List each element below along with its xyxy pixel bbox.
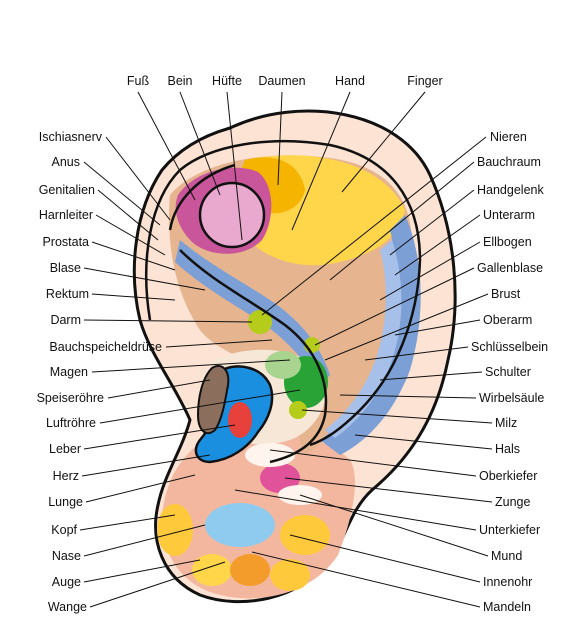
tonsil-zone	[270, 559, 310, 591]
right-label-17: Innenohr	[483, 575, 532, 589]
right-label-18: Mandeln	[483, 600, 531, 614]
left-label-0: Ischiasnerv	[39, 130, 103, 144]
right-label-3: Unterarm	[483, 208, 535, 222]
left-label-15: Kopf	[51, 523, 77, 537]
right-label-1: Bauchraum	[477, 155, 541, 169]
right-label-9: Schulter	[485, 365, 531, 379]
left-label-16: Nase	[52, 549, 81, 563]
intestine-zone	[248, 310, 272, 334]
top-label-leg: Bein	[167, 74, 192, 88]
left-label-17: Auge	[52, 575, 81, 589]
hip-zone	[198, 181, 266, 249]
top-label-hip: Hüfte	[212, 74, 242, 88]
right-label-5: Gallenblase	[477, 261, 543, 275]
left-label-5: Blase	[50, 261, 81, 275]
left-leader-lines	[79, 136, 301, 608]
right-label-13: Oberkiefer	[479, 469, 537, 483]
right-label-0: Nieren	[490, 130, 527, 144]
left-label-11: Luftröhre	[46, 416, 96, 430]
right-label-11: Milz	[495, 416, 517, 430]
left-label-4: Prostata	[42, 235, 89, 249]
ear-canal	[196, 365, 230, 435]
top-label-finger: Finger	[407, 74, 442, 88]
right-labels: Nieren Bauchraum Handgelenk Unterarm Ell…	[471, 130, 548, 614]
left-label-7: Darm	[50, 313, 81, 327]
left-label-2: Genitalien	[39, 183, 95, 197]
top-label-foot: Fuß	[127, 74, 150, 88]
right-label-6: Brust	[491, 287, 521, 301]
left-label-1: Anus	[52, 155, 81, 169]
left-label-8: Bauchspeicheldrüse	[49, 340, 162, 354]
left-label-10: Speiseröhre	[37, 391, 104, 405]
tongue-zone	[260, 463, 300, 493]
left-label-3: Harnleiter	[39, 208, 93, 222]
cheek-zone	[230, 554, 270, 586]
top-label-thumb: Daumen	[258, 74, 305, 88]
left-label-14: Lunge	[48, 495, 83, 509]
right-label-2: Handgelenk	[477, 183, 544, 197]
right-label-16: Mund	[491, 549, 522, 563]
left-label-18: Wange	[48, 600, 87, 614]
right-label-4: Ellbogen	[483, 235, 532, 249]
heart-zone	[228, 402, 252, 438]
eye-zone	[192, 554, 232, 586]
head-zone	[157, 504, 193, 556]
spleen-zone	[289, 401, 307, 419]
left-label-13: Herz	[53, 469, 79, 483]
antihelix-outline	[168, 163, 328, 464]
left-labels: Ischiasnerv Anus Genitalien Harnleiter P…	[37, 130, 162, 614]
top-leader-lines	[137, 91, 426, 241]
upper-jaw-zone	[245, 443, 295, 467]
right-label-12: Hals	[495, 442, 520, 456]
left-label-9: Magen	[50, 365, 88, 379]
right-label-14: Zunge	[495, 495, 530, 509]
arm-zone-light	[325, 240, 402, 438]
right-label-10: Wirbelsäule	[479, 391, 544, 405]
right-label-15: Unterkiefer	[479, 523, 540, 537]
concha-band	[175, 240, 330, 385]
left-label-12: Leber	[49, 442, 81, 456]
right-label-7: Oberarm	[483, 313, 532, 327]
right-label-8: Schlüsselbein	[471, 340, 548, 354]
mouth-zone	[280, 515, 330, 555]
nose-zone	[205, 503, 275, 547]
helix-inner-outline	[145, 139, 422, 447]
top-label-hand: Hand	[335, 74, 365, 88]
left-label-6: Rektum	[46, 287, 89, 301]
right-leader-lines	[234, 136, 493, 608]
pancreas-zone	[265, 351, 301, 379]
